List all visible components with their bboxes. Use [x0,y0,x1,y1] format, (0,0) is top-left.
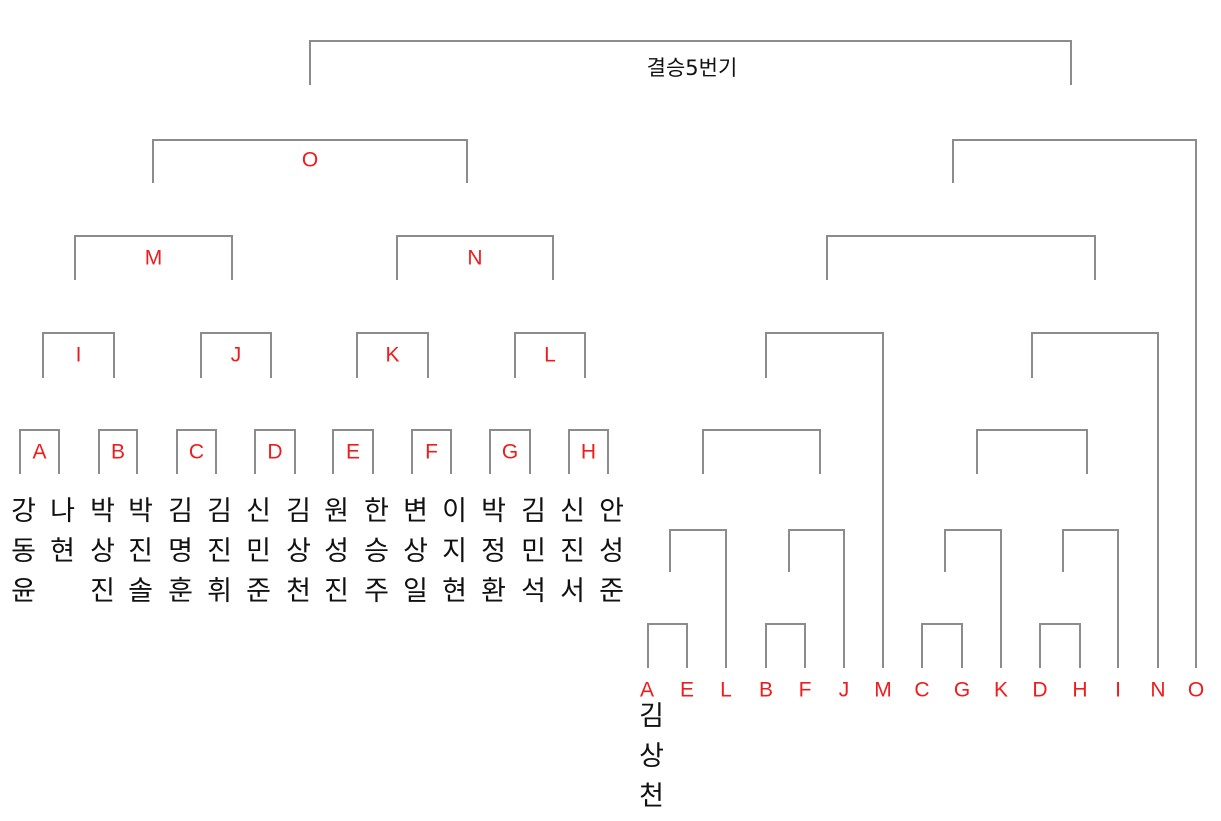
bracket-label-round16: A [32,441,46,464]
player-name: 원성진 [318,496,349,616]
player-name: 김진휘 [201,496,232,616]
bracket-connector [42,332,115,378]
bracket-label-quarter: K [385,344,399,367]
bracket-connector [976,429,1088,474]
bracket-connector [176,429,217,474]
bracket-label-round16: D [267,441,282,464]
bracket-connector [765,623,806,668]
leaf-label: I [1115,679,1121,702]
leaf-label: K [994,679,1008,702]
bracket-label-round16: E [346,441,360,464]
bracket-connector [19,429,60,474]
leaf-label: H [1072,679,1087,702]
bracket-connector [826,235,1096,280]
leaf-label: M [874,679,892,702]
player-name: 안성준 [593,496,624,616]
bracket-connector [200,332,272,378]
bracket-connector [1031,332,1159,668]
seed-a-player-name: 김상천 [633,701,664,821]
bracket-label-quarter: J [231,344,242,367]
player-name: 한승주 [358,496,389,616]
leaf-label: J [839,679,850,702]
leaf-label: G [954,679,970,702]
bracket-label-round16: F [425,441,438,464]
leaf-label: N [1150,679,1165,702]
bracket-connector [647,623,688,668]
bracket-label-quarter: I [76,344,82,367]
bracket-label-semi: M [145,247,163,270]
bracket-label-round16: G [502,441,518,464]
bracket-connector [411,429,452,474]
bracket-connector [74,235,233,280]
player-name: 김상천 [280,496,311,616]
bracket-connector [765,332,884,668]
bracket-connector [921,623,963,668]
player-name: 변상일 [397,496,428,616]
bracket-label-round16: H [581,441,596,464]
bracket-connector [952,139,1197,668]
bracket-connector [356,332,429,378]
final-connector [309,40,1072,85]
player-name: 김민석 [515,496,546,616]
leaf-label: E [680,679,694,702]
bracket-connector [702,429,821,474]
leaf-label: A [640,679,654,702]
bracket-label-round16: C [189,441,204,464]
bracket-connector [1039,623,1081,668]
leaf-label: F [799,679,812,702]
bracket-connector [254,429,296,474]
player-name: 박상진 [84,496,115,616]
leaf-label: O [1188,679,1204,702]
player-name: 이지현 [436,496,467,616]
bracket-connector [514,332,586,378]
leaf-label: L [720,679,732,702]
bracket-label-semi: N [467,247,482,270]
bracket-connector [944,529,1002,668]
bracket-connector [152,139,468,183]
leaf-label: B [759,679,773,702]
bracket-connector [396,235,554,280]
bracket-label-O: O [302,149,318,172]
player-name: 신민준 [240,496,271,616]
player-name: 김명훈 [162,496,193,616]
player-name: 신진서 [554,496,585,616]
bracket-connector [489,429,531,474]
bracket-connector [568,429,609,474]
bracket-lines [19,40,1197,668]
player-name: 나현 [44,496,75,576]
final-title: 결승5번기 [647,56,738,80]
player-name: 박정환 [475,496,506,616]
player-name: 강동윤 [5,496,36,616]
player-name: 박진솔 [122,496,153,616]
bracket-connector [98,429,138,474]
bracket-connector [788,529,845,668]
leaf-label: C [914,679,929,702]
bracket-connector [1062,529,1119,668]
bracket-label-quarter: L [544,344,556,367]
bracket-connector [332,429,374,474]
bracket-label-round16: B [111,441,125,464]
leaf-label: D [1032,679,1047,702]
bracket-connector [669,529,727,668]
